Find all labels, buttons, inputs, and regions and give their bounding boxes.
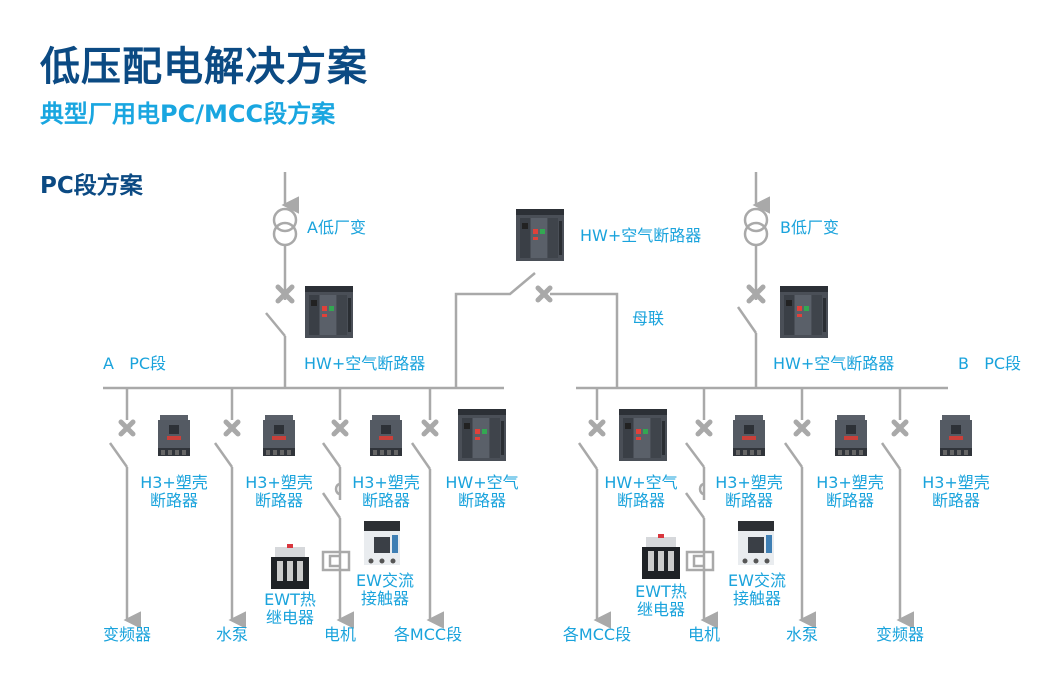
feeder-breaker-label: 断路器 — [826, 491, 874, 510]
acb-image — [780, 286, 828, 338]
load-label: 各MCC段 — [394, 625, 462, 644]
transformer-a-label: A低厂变 — [307, 218, 366, 237]
bus-b-label: B PC段 — [958, 354, 1021, 373]
load-label: 电机 — [324, 625, 356, 644]
load-label: 水泵 — [786, 625, 818, 644]
feeder-a-3: H3+塑壳 断路器 EW交流 接触器 EWT热 继电器 电机 — [264, 388, 420, 644]
feeder-b-1: HW+空气 断路器 各MCC段 — [563, 388, 678, 644]
mccb-image — [158, 415, 190, 456]
incomer-b-breaker-label: HW+空气断路器 — [773, 354, 894, 373]
bus-tie: HW+空气断路器 母联 — [454, 209, 701, 388]
contactor-label: 接触器 — [733, 589, 781, 608]
incomer-a: A低厂变 HW+空气断路器 — [265, 172, 425, 388]
section-title: PC段方案 — [40, 173, 143, 199]
feeder-a-2: H3+塑壳 断路器 水泵 — [213, 388, 313, 644]
feeder-b-2: H3+塑壳 断路器 EW交流 接触器 EWT热 继电器 电机 — [635, 388, 786, 644]
transformer-b-icon — [743, 207, 769, 247]
breaker-x-icon — [746, 284, 766, 304]
feeder-breaker-label: H3+塑壳 — [140, 473, 208, 492]
thermal-relay-symbol — [321, 550, 351, 572]
feeder-breaker-label: H3+塑壳 — [816, 473, 884, 492]
feeder-breaker-label: 断路器 — [255, 491, 303, 510]
page-subtitle: 典型厂用电PC/MCC段方案 — [40, 100, 336, 128]
load-label: 水泵 — [216, 625, 248, 644]
breaker-x-icon — [695, 419, 713, 437]
acb-image — [516, 209, 564, 261]
breaker-x-icon — [331, 419, 349, 437]
acb-image — [619, 409, 667, 461]
mccb-image — [940, 415, 972, 456]
bus-tie-breaker-label: HW+空气断路器 — [580, 226, 701, 245]
relay-label: 继电器 — [637, 600, 685, 619]
feeder-breaker-label: 断路器 — [362, 491, 410, 510]
breaker-x-icon — [891, 419, 909, 437]
thermal-relay-symbol — [685, 550, 715, 572]
feeder-breaker-label: 断路器 — [725, 491, 773, 510]
feeder-b-3: H3+塑壳 断路器 水泵 — [783, 388, 884, 644]
breaker-x-icon — [223, 419, 241, 437]
feeder-breaker-label: 断路器 — [150, 491, 198, 510]
feeder-breaker-label: HW+空气 — [604, 473, 677, 492]
feeder-a-4: HW+空气 断路器 各MCC段 — [394, 388, 519, 644]
feeder-breaker-label: HW+空气 — [445, 473, 518, 492]
contactor-image — [364, 521, 400, 565]
interlock-icon — [334, 482, 341, 496]
mccb-image — [263, 415, 295, 456]
breaker-x-icon — [535, 285, 553, 303]
contactor-label: 接触器 — [361, 589, 409, 608]
load-label: 变频器 — [876, 625, 924, 644]
bus-a-label: A PC段 — [103, 354, 166, 373]
bus-tie-label: 母联 — [632, 309, 664, 328]
feeder-breaker-label: H3+塑壳 — [715, 473, 783, 492]
acb-image — [305, 286, 353, 338]
incomer-a-breaker-label: HW+空气断路器 — [304, 354, 425, 373]
breaker-x-icon — [588, 419, 606, 437]
mccb-image — [733, 415, 765, 456]
thermal-relay-image — [271, 544, 309, 589]
page-title: 低压配电解决方案 — [40, 44, 368, 90]
relay-label: EWT热 — [635, 582, 687, 601]
load-label: 电机 — [688, 625, 720, 644]
transformer-a-icon — [272, 207, 298, 247]
feeder-breaker-label: H3+塑壳 — [922, 473, 990, 492]
contactor-label: EW交流 — [728, 571, 786, 590]
interlock-icon — [698, 482, 705, 496]
acb-image — [458, 409, 506, 461]
mccb-image — [370, 415, 402, 456]
breaker-x-icon — [793, 419, 811, 437]
mccb-image — [835, 415, 867, 456]
breaker-x-icon — [421, 419, 439, 437]
feeder-breaker-label: 断路器 — [932, 491, 980, 510]
breaker-x-icon — [275, 284, 295, 304]
feeder-b-4: H3+塑壳 断路器 变频器 — [876, 388, 990, 644]
contactor-image — [738, 521, 774, 565]
thermal-relay-image — [642, 534, 680, 579]
feeder-breaker-label: 断路器 — [617, 491, 665, 510]
load-label: 各MCC段 — [563, 625, 631, 644]
load-label: 变频器 — [103, 625, 151, 644]
transformer-b-label: B低厂变 — [780, 218, 839, 237]
feeder-breaker-label: 断路器 — [458, 491, 506, 510]
relay-label: 继电器 — [266, 608, 314, 627]
feeder-breaker-label: H3+塑壳 — [352, 473, 420, 492]
relay-label: EWT热 — [264, 590, 316, 609]
feeder-breaker-label: H3+塑壳 — [245, 473, 313, 492]
feeder-a-1: H3+塑壳 断路器 变频器 — [103, 388, 208, 644]
breaker-x-icon — [118, 419, 136, 437]
contactor-label: EW交流 — [356, 571, 414, 590]
incomer-b: B低厂变 HW+空气断路器 — [736, 172, 894, 388]
